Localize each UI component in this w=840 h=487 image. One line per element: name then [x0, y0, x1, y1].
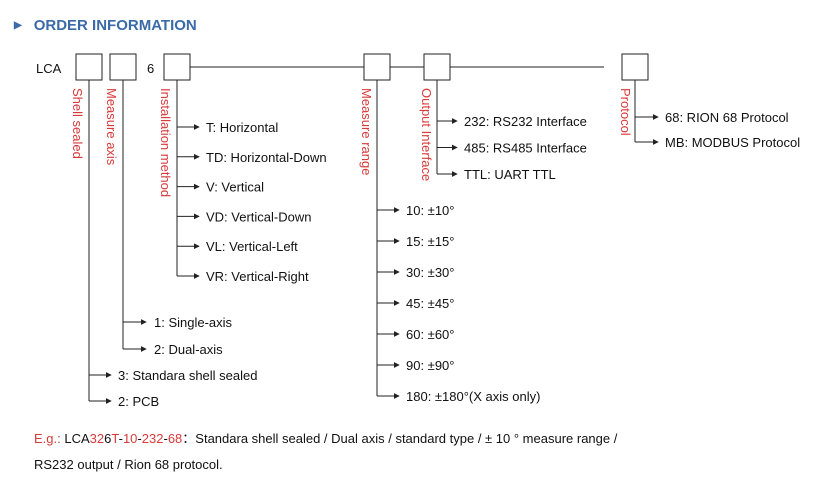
range-option-group: 10: ±10° 15: ±15° 30: ±30° 45: ±45° 60: ±60°…	[377, 203, 540, 404]
example-label: E.g.:	[34, 431, 61, 446]
shell-option: 2: PCB	[118, 394, 159, 409]
example-code-sep: -	[163, 431, 168, 446]
installation-method-title: Installation method	[158, 88, 173, 197]
example-code-protocol: 68	[167, 431, 183, 446]
range-option: 30: ±30°	[406, 265, 454, 280]
protocol-option: 68: RION 68 Protocol	[665, 110, 789, 125]
output-option: TTL: UART TTL	[464, 167, 556, 182]
example-code-fixed: 6	[104, 431, 112, 446]
output-option: 485: RS485 Interface	[464, 141, 587, 156]
section-heading: ▶ ORDER INFORMATION	[14, 17, 197, 34]
protocol-title: Protocol	[618, 88, 633, 136]
output-interface-title: Output Interface	[419, 88, 434, 181]
output-interface-box	[423, 53, 451, 81]
example-code-install: T	[111, 431, 119, 446]
shell-sealed-title: Shell sealed	[70, 88, 85, 159]
install-option: VD: Vertical-Down	[206, 209, 311, 224]
install-option: TD: Horizontal-Down	[206, 150, 327, 165]
range-option: 10: ±10°	[406, 203, 454, 218]
protocol-option: MB: MODBUS Protocol	[665, 135, 800, 150]
protocol-box	[621, 53, 649, 81]
example-code: LCA326T-10-232-68	[64, 431, 182, 446]
example-code-sep: -	[137, 431, 142, 446]
example-code-output: 232	[141, 431, 164, 446]
install-option: T: Horizontal	[206, 120, 278, 135]
range-option: 60: ±60°	[406, 327, 454, 342]
installation-method-box	[163, 53, 191, 81]
example-text: E.g.: LCA326T-10-232-68：Standara shell s…	[34, 426, 824, 478]
section-title: ORDER INFORMATION	[33, 17, 197, 34]
code-prefix: LCA	[36, 61, 62, 76]
measure-range-title: Measure range	[359, 88, 374, 175]
shell-sealed-box	[75, 53, 103, 81]
output-option-group: 232: RS232 Interface 485: RS485 Interface…	[437, 114, 587, 182]
measure-axis-box	[109, 53, 137, 81]
example-code-prefix: LCA	[64, 431, 90, 446]
axis-option: 1: Single-axis	[154, 315, 233, 330]
shell-option: 3: Standara shell sealed	[118, 368, 257, 383]
code-fixed-digit: 6	[147, 61, 154, 76]
install-option: VR: Vertical-Right	[206, 269, 309, 284]
range-option: 15: ±15°	[406, 234, 454, 249]
range-option: 180: ±180°(X axis only)	[406, 389, 540, 404]
example-description-line1: ：Standara shell sealed / Dual axis / sta…	[182, 431, 618, 446]
install-option: V: Vertical	[206, 180, 264, 195]
output-option: 232: RS232 Interface	[464, 114, 587, 129]
install-option: VL: Vertical-Left	[206, 239, 298, 254]
range-option: 45: ±45°	[406, 296, 454, 311]
example-code-sep: -	[118, 431, 123, 446]
axis-option: 2: Dual-axis	[154, 342, 223, 357]
triangle-right-icon: ▶	[14, 20, 22, 31]
example-description-line2: RS232 output / Rion 68 protocol.	[34, 457, 223, 472]
example-code-shell-axis: 32	[89, 431, 105, 446]
measure-range-box	[363, 53, 391, 81]
range-option: 90: ±90°	[406, 358, 454, 373]
example-code-range: 10	[122, 431, 138, 446]
measure-axis-title: Measure axis	[104, 88, 119, 166]
